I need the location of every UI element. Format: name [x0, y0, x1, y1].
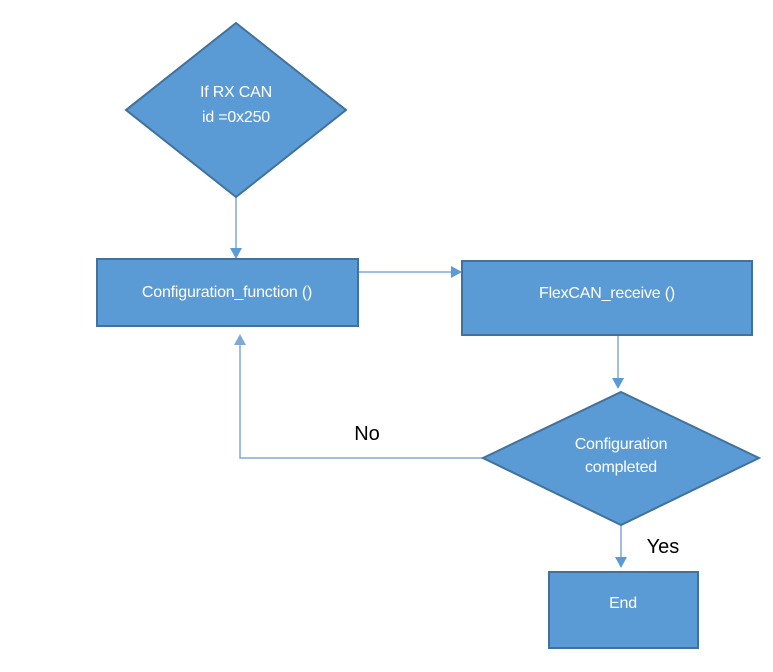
arrow-down-icon [230, 248, 242, 259]
decision-diamond-shape [480, 390, 762, 527]
node-label-line: If RX CAN [200, 84, 272, 101]
node-label-line: Configuration [575, 436, 668, 453]
arrow-down-icon [612, 378, 624, 389]
node-label: End [609, 595, 637, 612]
edge-label-yes: Yes [647, 536, 680, 558]
process-rect-shape [96, 258, 359, 327]
connector-decision-to-configuration [230, 197, 242, 259]
arrow-down-icon [615, 557, 627, 568]
connector-flexcan-to-completed [612, 335, 624, 389]
node-label-line: id =0x250 [202, 109, 270, 126]
node-configuration-completed: Configuration completed [480, 390, 762, 527]
node-end: End [548, 571, 699, 649]
arrow-up-icon [234, 334, 246, 345]
node-label: FlexCAN_receive () [539, 285, 675, 302]
process-rect-shape [461, 260, 753, 336]
connector-no-loop [234, 334, 483, 459]
node-label-line: completed [585, 459, 657, 476]
node-label: Configuration_function () [142, 284, 312, 301]
connector-yes-to-end [615, 525, 627, 568]
connector-line [239, 345, 483, 459]
arrow-right-icon [451, 266, 462, 278]
decision-diamond-shape [124, 21, 348, 199]
node-rx-can-decision: If RX CAN id =0x250 [124, 21, 348, 199]
node-configuration-function: Configuration_function () [96, 258, 359, 327]
connector-configuration-to-flexcan [358, 266, 462, 278]
node-flexcan-receive: FlexCAN_receive () [461, 260, 753, 336]
process-rect-shape [548, 571, 699, 649]
edge-label-no: No [354, 423, 380, 445]
